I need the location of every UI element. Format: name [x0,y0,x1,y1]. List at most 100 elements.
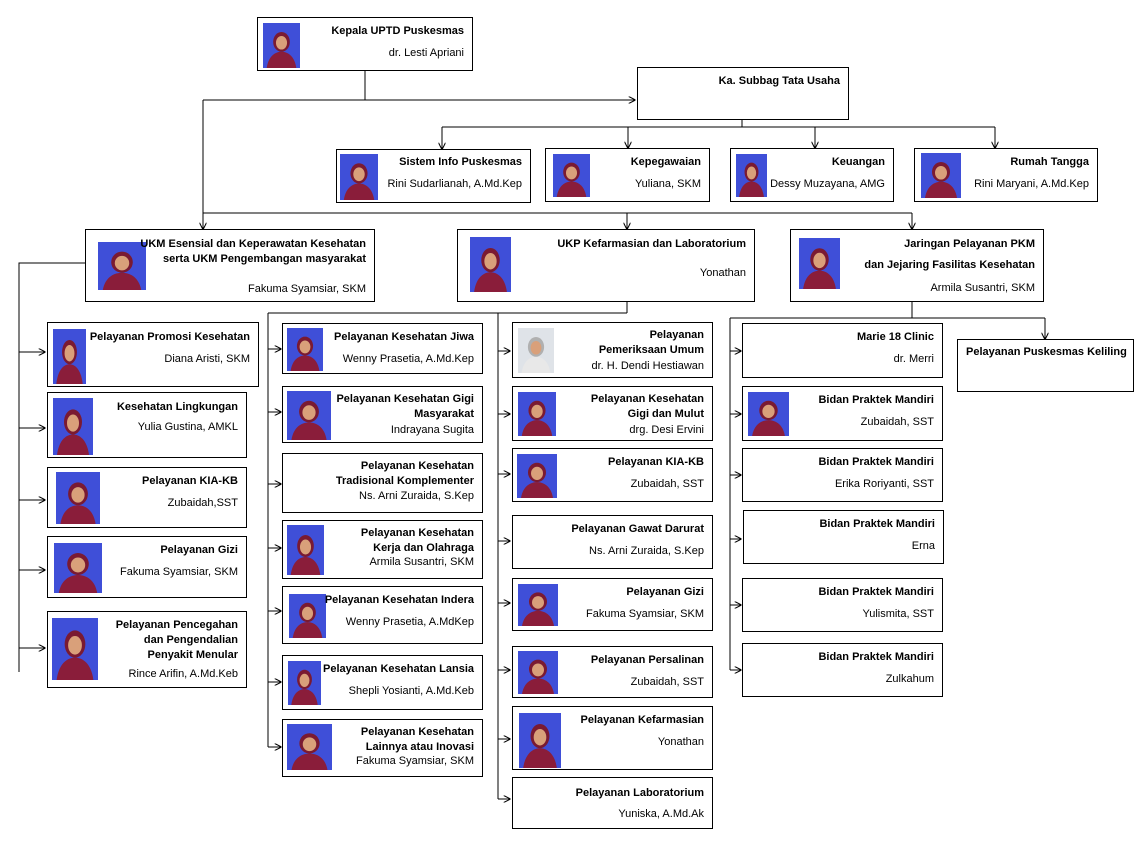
box-person: Rini Maryani, A.Md.Kep [974,178,1089,190]
photo-avatar [287,391,331,440]
tu-unit-box: Sistem Info Puskesmas Rini Sudarlianah, … [336,149,531,203]
photo-avatar [748,392,789,436]
col4-box: Bidan Praktek Mandiri Erika Roriyanti, S… [742,448,943,502]
person-silhouette-icon [56,340,83,384]
box-title: Bidan Praktek Mandiri [818,456,934,468]
person-silhouette-icon [752,400,785,436]
box-person: Fakuma Syamsiar, SKM [586,608,704,620]
box-title: Bidan Praktek Mandiri [819,518,935,530]
box-person: Indrayana Sugita [390,424,474,436]
box-title: Pelayanan Promosi Kesehatan [89,331,250,343]
box-title: Tradisional Komplementer [335,475,474,487]
col2-box: Pelayanan Kesehatan Kerja dan Olahraga A… [282,520,483,579]
box-title: Pelayanan Gawat Darurat [571,523,704,535]
col4-box: Bidan Praktek Mandiri Zubaidah, SST [742,386,943,441]
box-person: Diana Aristi, SKM [164,353,250,365]
col2-box: Pelayanan Kesehatan Lansia Shepli Yosian… [282,655,483,710]
box-person: Yulismita, SST [862,608,934,620]
photo-avatar [518,328,554,373]
box-person: Rince Arifin, A.Md.Keb [128,668,238,680]
col4-box: Bidan Praktek Mandiri Yulismita, SST [742,578,943,632]
person-silhouette-icon [290,535,321,575]
box-title: Pelayanan Kesehatan [360,460,474,472]
box-title: Pelayanan Kesehatan [360,527,474,539]
col3-box: Pelayanan Gizi Fakuma Syamsiar, SKM [512,578,713,631]
person-silhouette-icon [925,162,957,198]
box-person: Wenny Prasetia, A.Md.Kep [342,353,474,365]
col3-box: Pelayanan Pemeriksaan Umum dr. H. Dendi … [512,322,713,378]
box-title: Pelayanan Gizi [160,544,238,556]
col3-box: Pelayanan Persalinan Zubaidah, SST [512,646,713,698]
box-person: Ns. Arni Zuraida, S.Kep [589,545,704,557]
photo-avatar [518,392,556,436]
photo-avatar [799,238,840,289]
photo-avatar [98,242,146,290]
box-title: Ka. Subbag Tata Usaha [718,75,840,87]
col4-box: Bidan Praktek Mandiri Zulkahum [742,643,943,697]
box-person: Zubaidah, SST [630,478,704,490]
person-silhouette-icon [292,602,323,638]
photo-avatar [289,594,326,638]
person-silhouette-icon [290,336,320,371]
person-silhouette-icon [474,248,507,292]
photo-avatar [518,651,558,694]
col2-box: Pelayanan Kesehatan Tradisional Kompleme… [282,453,483,513]
box-person: Armila Susantri, SKM [369,556,474,568]
col2-box: Pelayanan Kesehatan Lainnya atau Inovasi… [282,719,483,777]
col4-box: Bidan Praktek Mandiri Erna [743,510,944,564]
photo-avatar [287,525,324,575]
col2-box: Pelayanan Kesehatan Gigi Masyarakat Indr… [282,386,483,443]
box-title: Pelayanan Kesehatan Gigi [336,393,474,405]
box-title: dan Pengendalian [143,634,238,646]
box-person: Fakuma Syamsiar, SKM [248,283,366,295]
photo-avatar [519,713,561,768]
photo-avatar [56,472,100,524]
photo-avatar [553,154,590,197]
col1-box: Pelayanan Pencegahan dan Pengendalian Pe… [47,611,247,688]
box-title: Keuangan [831,156,885,168]
box-title: Pelayanan Kesehatan Indera [324,594,474,606]
box-title: Pelayanan Kesehatan [590,393,704,405]
box-title: Pelayanan Kesehatan [360,726,474,738]
box-title: Penyakit Menular [147,649,238,661]
col3-box: Pelayanan Laboratorium Yuniska, A.Md.Ak [512,777,713,829]
box-title: UKM Esensial dan Keperawatan Kesehatan [140,238,366,250]
photo-avatar [287,724,332,770]
box-title: Pelayanan Laboratorium [575,787,704,799]
person-silhouette-icon [266,32,297,68]
person-silhouette-icon [57,409,89,455]
photo-avatar [736,154,767,197]
box-title: Bidan Praktek Mandiri [818,394,934,406]
person-silhouette-icon [739,162,764,197]
box-title: Rumah Tangga [1010,156,1089,168]
box-person: drg. Desi Ervini [629,424,704,436]
photo-avatar [470,237,511,292]
box-title: Lainnya atau Inovasi [365,741,474,753]
box-person: Yuniska, A.Md.Ak [618,808,704,820]
box-title: Gigi dan Mulut [627,408,704,420]
box-person: Dessy Muzayana, AMG [770,178,885,190]
col3-box: Pelayanan KIA-KB Zubaidah, SST [512,448,713,502]
tu-unit-box: Keuangan Dessy Muzayana, AMG [730,148,894,202]
box-title: Kesehatan Lingkungan [116,401,238,413]
photo-avatar [53,398,93,455]
photo-avatar [53,329,86,384]
col2-box: Pelayanan Kesehatan Indera Wenny Praseti… [282,586,483,644]
person-silhouette-icon [556,162,587,197]
box-title: Sistem Info Puskesmas [399,156,522,168]
head-box: Kepala UPTD Puskesmas dr. Lesti Apriani [257,17,473,71]
box-title: serta UKM Pengembangan masyarakat [163,253,366,265]
box-title: Pelayanan Gizi [626,586,704,598]
box-title: dan Jejaring Fasilitas Kesehatan [864,259,1035,271]
col1-box: Kesehatan Lingkungan Yulia Gustina, AMKL [47,392,247,458]
box-title: Pelayanan Kefarmasian [580,714,704,726]
tu-unit-box: Kepegawaian Yuliana, SKM [545,148,710,202]
box-title: Masyarakat [414,408,474,420]
person-silhouette-icon [523,724,557,768]
ukp-box: UKP Kefarmasian dan Laboratorium Yonatha… [457,229,755,302]
box-title: Pemeriksaan Umum [598,344,704,356]
box-title: Bidan Praktek Mandiri [818,651,934,663]
photo-avatar [52,618,98,680]
photo-avatar [340,154,378,200]
